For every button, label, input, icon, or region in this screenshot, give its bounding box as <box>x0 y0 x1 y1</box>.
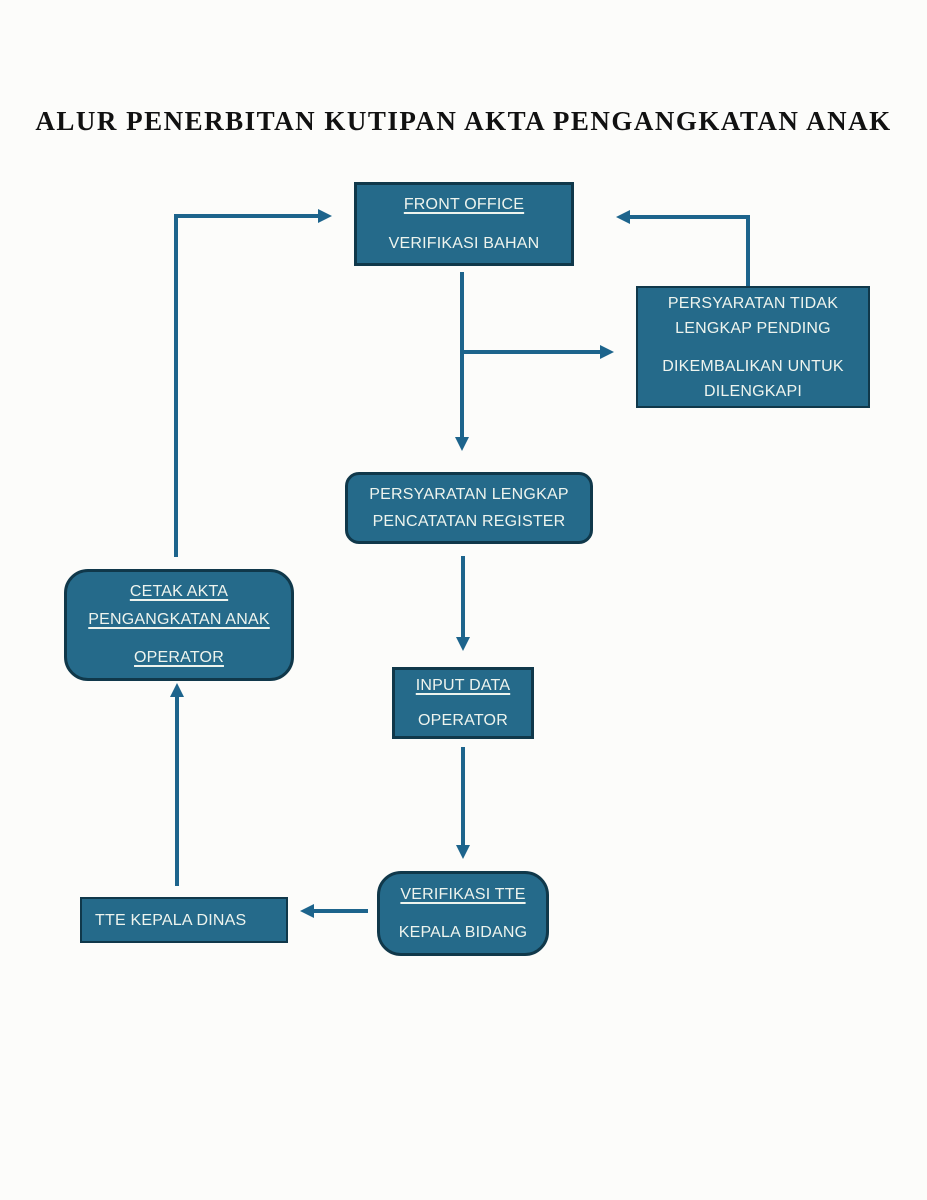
node-tte-dinas-label: TTE KEPALA DINAS <box>95 911 247 929</box>
node-pending-line2: LENGKAP PENDING <box>675 319 831 337</box>
node-verifikasi-title: VERIFIKASI TTE <box>400 886 526 903</box>
node-input-data: INPUT DATA OPERATOR <box>392 667 534 739</box>
node-tte-kepala-dinas: TTE KEPALA DINAS <box>80 897 288 943</box>
arrow-cetak-to-front-office <box>174 209 332 557</box>
node-front-office-subtitle: VERIFIKASI BAHAN <box>388 235 540 252</box>
arrow-pending-to-front-office <box>616 210 750 286</box>
node-cetak-line2: PENGANGKATAN ANAK <box>88 611 270 628</box>
node-verifikasi-subtitle: KEPALA BIDANG <box>398 924 528 941</box>
node-input-operator: OPERATOR <box>418 711 508 729</box>
node-front-office-title: FRONT OFFICE <box>403 196 525 213</box>
node-front-office: FRONT OFFICE VERIFIKASI BAHAN <box>354 182 574 266</box>
node-cetak-operator: OPERATOR <box>134 649 224 666</box>
node-register-line2: PENCATATAN REGISTER <box>372 513 566 530</box>
node-input-title: INPUT DATA <box>415 676 511 694</box>
node-pending-line4: DILENGKAPI <box>703 382 803 400</box>
node-cetak-akta: CETAK AKTA PENGANGKATAN ANAK OPERATOR <box>64 569 294 681</box>
node-cetak-line1: CETAK AKTA <box>129 583 229 600</box>
node-pending-line3: DIKEMBALIKAN UNTUK <box>662 357 844 375</box>
diagram-title: ALUR PENERBITAN KUTIPAN AKTA PENGANGKATA… <box>35 106 892 136</box>
node-register-line1: PERSYARATAN LENGKAP <box>369 486 569 503</box>
node-persyaratan-tidak-lengkap: PERSYARATAN TIDAK LENGKAP PENDING DIKEMB… <box>636 286 870 408</box>
node-persyaratan-lengkap: PERSYARATAN LENGKAP PENCATATAN REGISTER <box>345 472 593 544</box>
node-verifikasi-tte: VERIFIKASI TTE KEPALA BIDANG <box>377 871 549 956</box>
node-pending-line1: PERSYARATAN TIDAK <box>667 294 839 312</box>
